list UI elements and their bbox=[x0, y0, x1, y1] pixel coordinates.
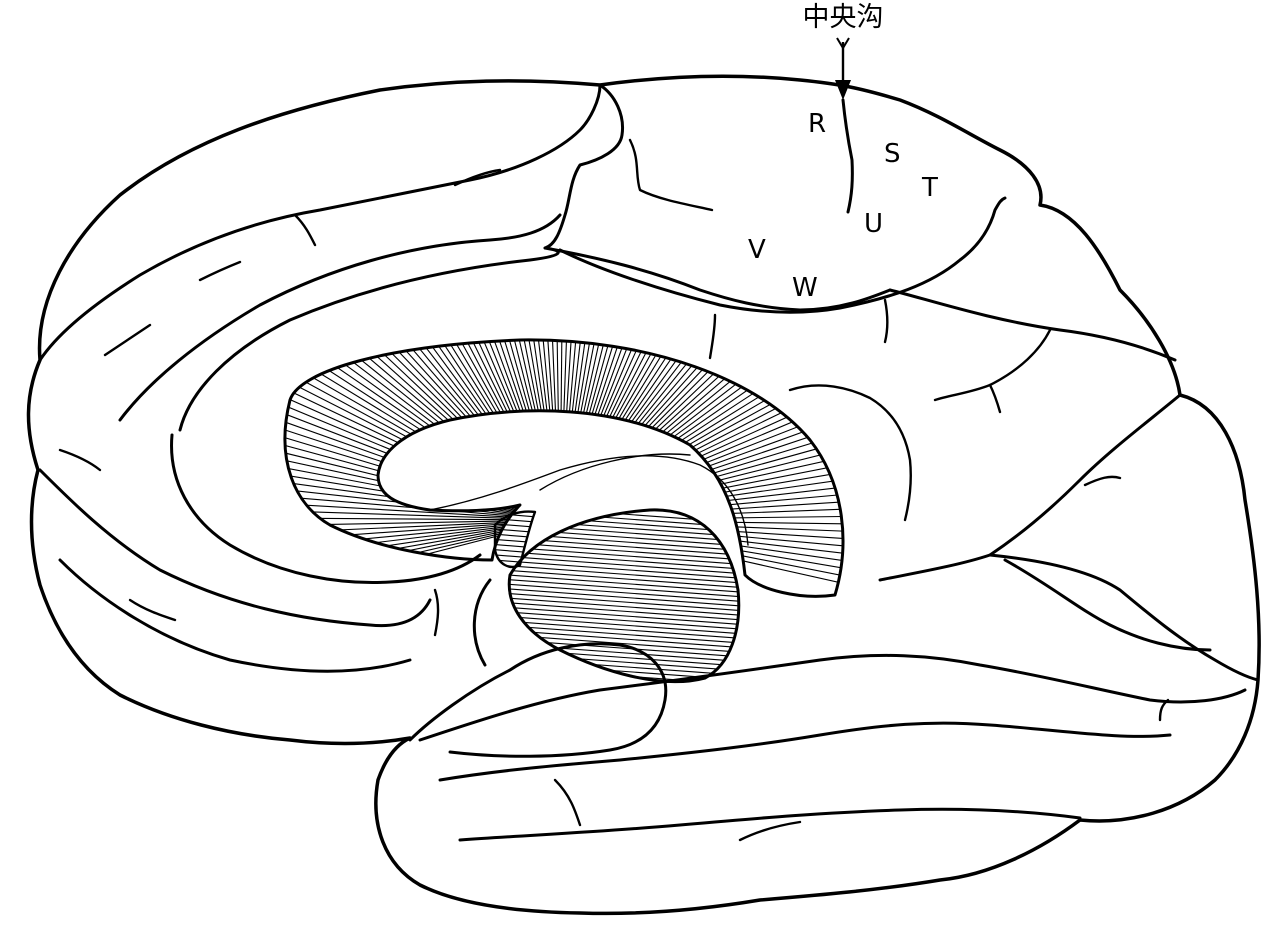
hatch-line bbox=[509, 610, 739, 630]
hatch-line bbox=[509, 596, 739, 617]
hatch-line bbox=[284, 484, 561, 521]
label-t: T bbox=[921, 173, 938, 203]
hatch-line bbox=[509, 555, 739, 575]
hatch-line bbox=[509, 615, 739, 635]
precuneus-border bbox=[888, 288, 1177, 362]
lingual-gyrus bbox=[438, 721, 1172, 782]
hemisphere-outline bbox=[26, 74, 1261, 916]
hatch-line bbox=[284, 519, 561, 529]
hatch-line bbox=[284, 505, 561, 521]
hatch-line bbox=[509, 564, 739, 584]
hatch-line bbox=[284, 462, 561, 521]
label-u: U bbox=[864, 209, 883, 239]
hatch-line bbox=[509, 550, 739, 570]
hatch-line bbox=[284, 494, 561, 521]
label-s: S bbox=[884, 139, 901, 169]
fornix bbox=[429, 455, 749, 546]
fusiform-gyrus bbox=[458, 807, 1082, 842]
collateral-sulcus bbox=[418, 653, 1247, 742]
hatch-line bbox=[284, 519, 561, 540]
label-w: W bbox=[792, 273, 818, 303]
paracentral-lower bbox=[558, 196, 1007, 314]
hatch-line bbox=[509, 592, 739, 612]
hatch-line bbox=[509, 629, 739, 649]
cingulate-lower bbox=[170, 433, 482, 584]
fornix-inner bbox=[539, 453, 691, 491]
parieto-occipital-sulcus bbox=[878, 393, 1182, 582]
hatch-line bbox=[509, 624, 739, 644]
central-sulcus-arrow bbox=[835, 37, 851, 100]
hatch-line bbox=[284, 473, 561, 521]
uncus bbox=[472, 578, 492, 667]
hatch-line bbox=[509, 578, 739, 598]
calcarine-sulcus bbox=[988, 553, 1260, 682]
paracentral-lobule bbox=[543, 83, 625, 250]
superior-frontal-sulcus bbox=[38, 83, 602, 362]
hatch-line bbox=[509, 633, 739, 654]
cuneus-inner bbox=[1003, 558, 1212, 652]
frontal-inner-gyrus bbox=[118, 213, 562, 422]
hatch-line bbox=[509, 541, 739, 561]
hatch-line bbox=[284, 516, 561, 521]
hatch-line bbox=[509, 569, 739, 589]
label-r: R bbox=[808, 109, 826, 139]
hatch-line bbox=[509, 559, 739, 580]
hatch-line bbox=[509, 546, 739, 566]
orbital-gyrus-1 bbox=[38, 468, 432, 628]
minor-sulci bbox=[58, 138, 1170, 842]
hatch-line bbox=[509, 601, 739, 621]
hatch-line bbox=[509, 587, 739, 607]
parahippocampal-gyrus bbox=[408, 642, 668, 758]
orbital-gyrus-2 bbox=[58, 558, 412, 673]
central-sulcus bbox=[841, 98, 854, 214]
hatch-line bbox=[509, 620, 739, 640]
hatch-line bbox=[509, 606, 739, 626]
central-sulcus-label: 中央沟 bbox=[803, 2, 884, 33]
hatch-line bbox=[509, 573, 739, 593]
label-v: V bbox=[748, 235, 766, 265]
hatch-line bbox=[509, 583, 739, 603]
cingulate-sulcus bbox=[178, 246, 892, 432]
